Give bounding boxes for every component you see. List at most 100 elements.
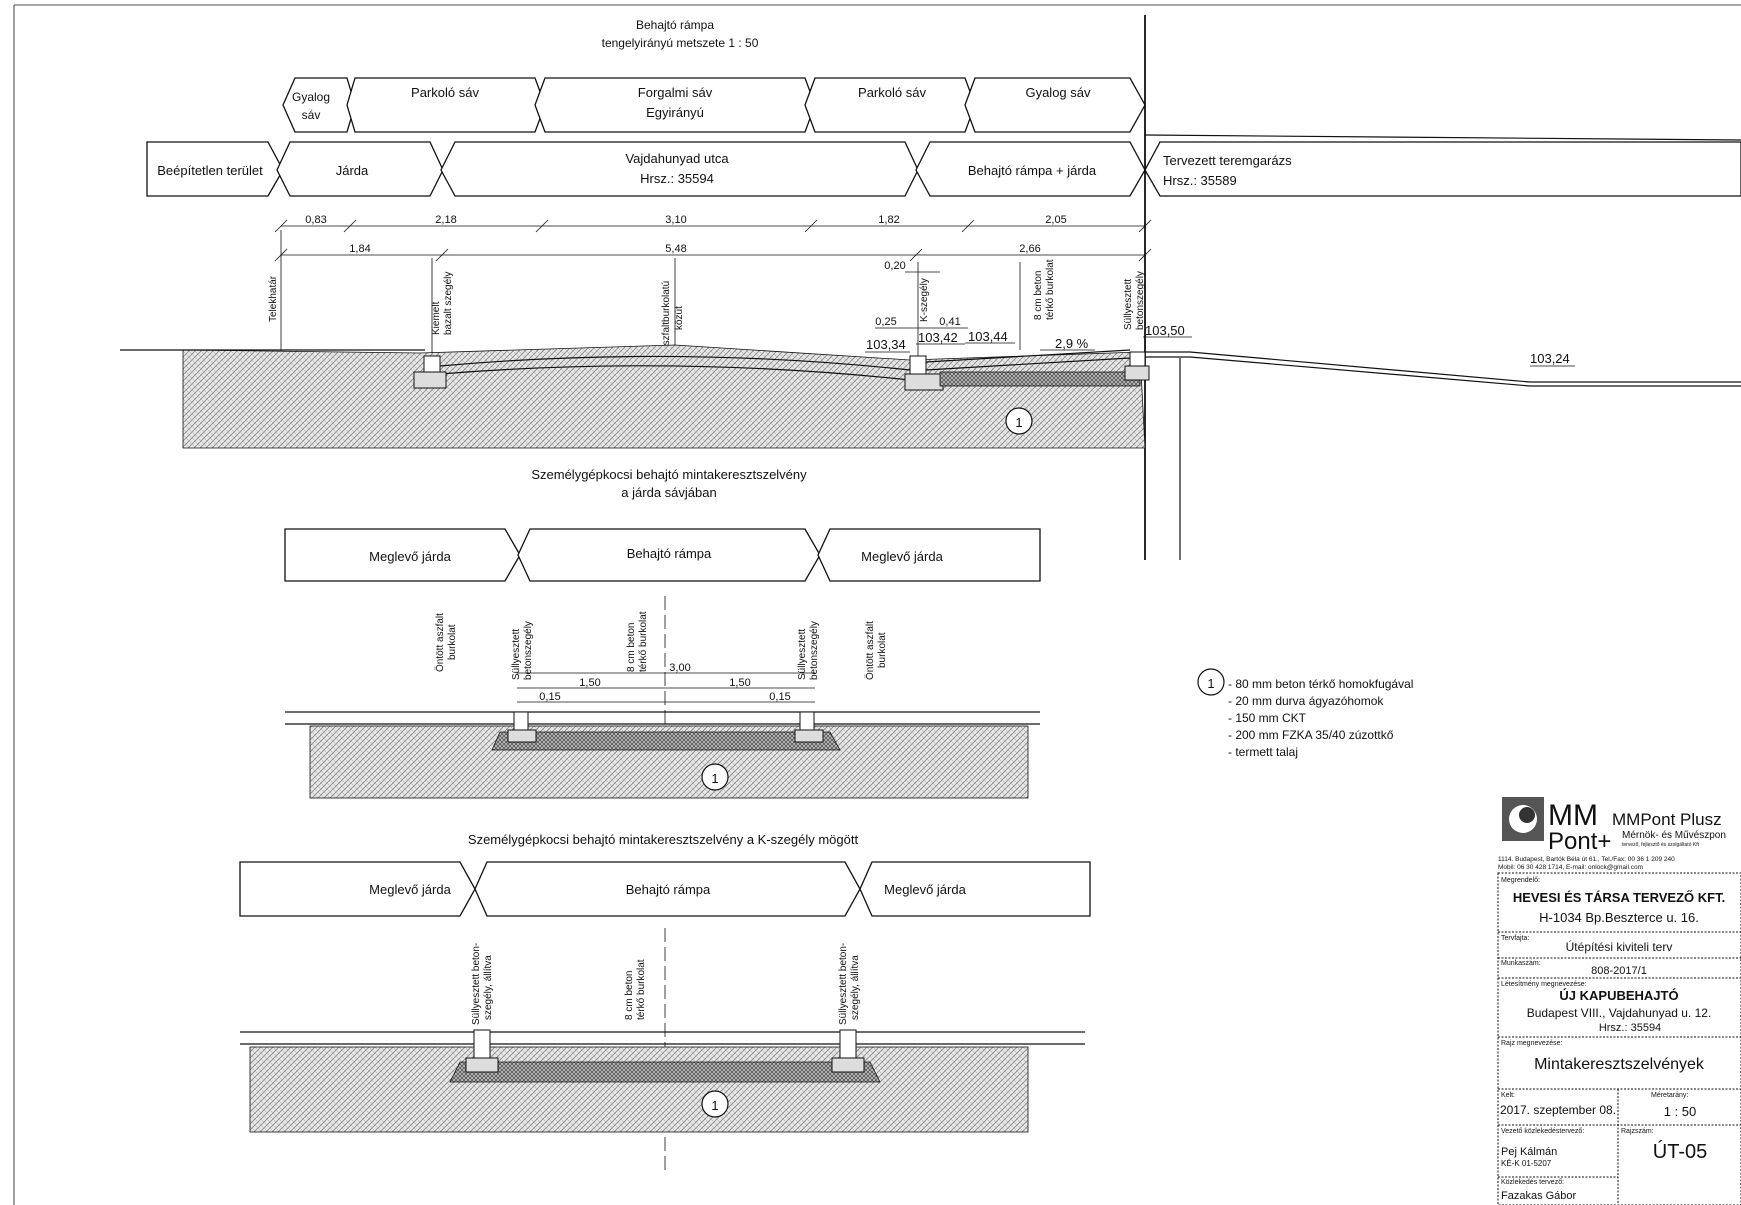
band-jarda: Járda xyxy=(336,163,369,178)
job-no-label: Munkaszám: xyxy=(1501,960,1541,967)
section-1-subtitle: tengelyirányú metszete 1 : 50 xyxy=(602,36,759,50)
vlabel-kozut: közút xyxy=(674,306,685,330)
section-1-marker: 1 xyxy=(1005,407,1033,435)
dim-182: 1,82 xyxy=(878,214,899,226)
vlabel-8cm: 8 cm beton xyxy=(1033,271,1044,320)
job-no: 808-2017/1 xyxy=(1591,965,1647,977)
sheet-label: Rajzszám: xyxy=(1621,1128,1654,1135)
s2-vl-burkolat2: burkolat xyxy=(877,632,888,668)
s2-dim-300: 3,00 xyxy=(669,662,690,674)
section-1-levels: 103,34 103,42 103,44 103,50 103,24 2,9 % xyxy=(865,323,1575,367)
dim-083: 0,83 xyxy=(305,214,326,226)
band-hrsz-garage: Hrsz.: 35589 xyxy=(1163,173,1237,188)
s3-vl-sully2: Süllyesztett beton- xyxy=(838,943,849,1025)
s3-kerb-left xyxy=(473,1029,491,1063)
facility-label: Létesítmény megnevezése: xyxy=(1501,981,1587,988)
s2-marker: 1 xyxy=(711,771,718,786)
dim-025: 0,25 xyxy=(875,316,896,328)
plan-type: Útépítési kiviteli terv xyxy=(1566,939,1673,954)
s2-vl-ontott2: Öntött aszfalt xyxy=(864,621,876,680)
designer-name: Fazakas Gábor xyxy=(1501,1190,1577,1202)
s2-band-meglevo-2: Meglevő járda xyxy=(861,549,943,564)
section-1-dimensions: 0,83 2,18 3,10 1,82 2,05 1,84 5,48 2,66 … xyxy=(274,214,1152,329)
dim-548: 5,48 xyxy=(665,243,686,255)
band-parkolo-1: Parkoló sáv xyxy=(411,85,479,100)
level-10324: 103,24 xyxy=(1530,351,1570,366)
section-1-title: Behajtó rámpa xyxy=(636,18,714,32)
s2-vl-beton2: betonszegély xyxy=(809,621,820,680)
slope-label: 2,9 % xyxy=(1055,336,1089,351)
vlabel-sullyesztett: Süllyesztett xyxy=(1123,279,1134,330)
section-2-cross: Személygépkocsi behajtó mintakeresztszel… xyxy=(284,467,1041,799)
s2-vl-terko: térkő burkolat xyxy=(638,611,649,672)
section-3-cross: Személygépkocsi behajtó mintakeresztszel… xyxy=(239,832,1091,1170)
section-1-marker-text: 1 xyxy=(1015,415,1022,430)
date-value: 2017. szeptember 08. xyxy=(1500,1103,1616,1117)
dim-266: 2,66 xyxy=(1019,243,1040,255)
s3-soil xyxy=(249,1046,1029,1133)
date-label: Kelt: xyxy=(1501,1092,1515,1099)
section-1-soil xyxy=(182,344,1146,449)
client-label: Megrendelő: xyxy=(1501,877,1540,884)
s3-band-behajto: Behajtó rámpa xyxy=(626,882,711,897)
facility-address: Budapest VIII., Vajdahunyad u. 12. xyxy=(1527,1006,1712,1020)
band-beepitetlen: Beépítetlen terület xyxy=(157,163,263,178)
kerb-bazalt xyxy=(423,355,441,375)
legend-item-5: - termett talaj xyxy=(1228,745,1298,759)
legend-item-2: - 20 mm durva ágyazóhomok xyxy=(1228,694,1384,708)
s3-vl-sully1: Süllyesztett beton- xyxy=(471,943,482,1025)
legend-item-4: - 200 mm FZKA 35/40 zúzottkő xyxy=(1228,728,1394,742)
section-2-title: Személygépkocsi behajtó mintakeresztszel… xyxy=(531,467,807,482)
facility-name: ÚJ KAPUBEHAJTÓ xyxy=(1559,988,1678,1003)
section-1-longitudinal: Behajtó rámpa tengelyirányú metszete 1 :… xyxy=(120,15,1741,560)
section-2-subtitle: a járda sávjában xyxy=(621,485,716,500)
lead-name: Pej Kálmán xyxy=(1501,1146,1557,1158)
logo-pont: Pont+ xyxy=(1548,828,1611,855)
client-name: HEVESI ÉS TÁRSA TERVEZŐ KFT. xyxy=(1513,890,1725,905)
s2-vl-sully1: Süllyesztett xyxy=(511,629,522,680)
band-gyalog-1: Gyalog xyxy=(292,90,330,104)
level-10334: 103,34 xyxy=(866,337,906,352)
lead-label: Vezető közlekedéstervező: xyxy=(1501,1128,1584,1135)
drawing-name: Mintakeresztszelvények xyxy=(1534,1056,1705,1073)
vlabel-kszegely: K-szegély xyxy=(919,278,930,322)
band-hrsz-street: Hrsz.: 35594 xyxy=(640,171,714,186)
s2-vl-beton1: betonszegély xyxy=(523,621,534,680)
s3-kerb-right xyxy=(839,1029,857,1063)
dim-020: 0,20 xyxy=(884,260,905,272)
dim-184: 1,84 xyxy=(349,243,370,255)
s2-vl-ontott1: Öntött aszfalt xyxy=(434,613,446,672)
company-name: MMPont Plusz xyxy=(1612,810,1722,829)
s3-band-meglevo-1: Meglevő járda xyxy=(369,882,451,897)
company-sub2: tervező, fejlesztő és szolgáltató Kft xyxy=(1622,842,1700,848)
band-egyiranyu: Egyirányú xyxy=(646,105,704,120)
s3-vl-8cm: 8 cm beton xyxy=(624,971,635,1020)
drawing-label: Rajz megnevezése: xyxy=(1501,1040,1563,1047)
layer-legend: 1 - 80 mm beton térkő homokfugával - 20 … xyxy=(1197,668,1413,759)
section-1-bottom-bands: Beépítetlen terület Járda Vajdahunyad ut… xyxy=(146,141,1741,197)
company-address-2: Mobil: 06 30 428 1714, E-mail: onlock@gm… xyxy=(1498,864,1643,871)
s3-vl-szegely1: szegély, állítva xyxy=(483,955,494,1020)
company-logo: MM Pont+ MMPont Plusz Mérnök- és Művészp… xyxy=(1502,797,1726,855)
level-10344: 103,44 xyxy=(968,329,1008,344)
s2-band-meglevo-1: Meglevő járda xyxy=(369,549,451,564)
lead-id: KÉ-K 01-5207 xyxy=(1501,1159,1552,1168)
band-behajto-jarda: Behajtó rámpa + járda xyxy=(968,163,1097,178)
plan-type-label: Tervfajta: xyxy=(1501,935,1529,942)
band-parkolo-2: Parkoló sáv xyxy=(858,85,926,100)
s3-marker: 1 xyxy=(711,1098,718,1113)
level-10342: 103,42 xyxy=(918,330,958,345)
vlabel-telekhatar: Telekhatár xyxy=(268,275,279,322)
scale-value: 1 : 50 xyxy=(1664,1104,1697,1119)
s2-dim-015b: 0,15 xyxy=(769,691,790,703)
company-sub: Mérnök- és Művészpon xyxy=(1622,830,1726,841)
legend-marker: 1 xyxy=(1207,676,1214,691)
scale-label: Méretarány: xyxy=(1651,1092,1688,1099)
s3-band-meglevo-2: Meglevő járda xyxy=(884,882,966,897)
vlabel-kiemelt: Kiemelt xyxy=(431,301,442,335)
company-address-1: 1114. Budapest, Bartók Béla út 61., Tel.… xyxy=(1498,856,1675,863)
s2-vl-burkolat1: burkolat xyxy=(447,624,458,660)
vlabel-bazalt: bazalt szegély xyxy=(443,272,454,335)
s2-dim-150b: 1,50 xyxy=(729,677,750,689)
s3-vl-terko: térkő burkolat xyxy=(636,959,647,1020)
